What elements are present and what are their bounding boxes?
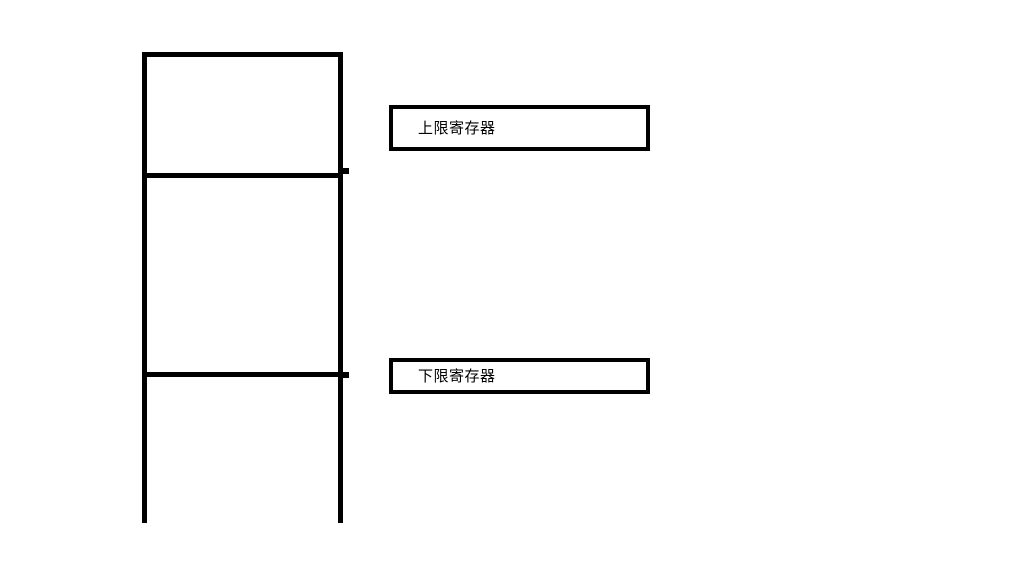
stack-cell-top [147,57,338,173]
register-stack [142,52,343,528]
upper-limit-register-box: 上限寄存器 [389,105,650,151]
stack-cell-middle [147,173,338,377]
stack-cell-bottom [147,377,338,528]
connector-nub-lower [343,372,349,378]
connector-nub-upper [343,168,349,174]
lower-limit-register-label: 下限寄存器 [418,366,496,385]
upper-limit-register-label: 上限寄存器 [418,118,496,137]
lower-limit-register-box: 下限寄存器 [389,358,650,394]
